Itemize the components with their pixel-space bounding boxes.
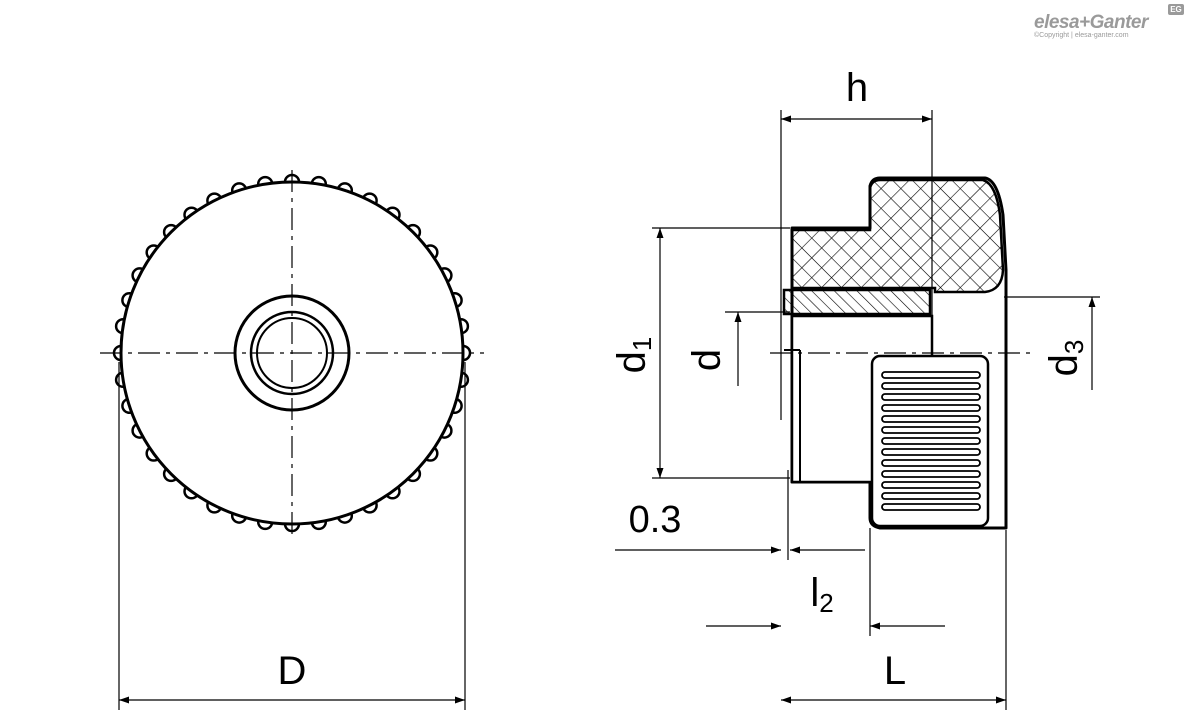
knurl-rib (881, 415, 981, 423)
brand-name: elesa+Ganter (1034, 12, 1148, 33)
knurl-rib (881, 393, 981, 401)
label-d1-sub: 1 (627, 337, 657, 351)
knurl-rib (881, 437, 981, 445)
knurl-rib (881, 470, 981, 478)
straight-knurl-ribs (881, 371, 981, 511)
label-d3-sub: 3 (1059, 340, 1089, 354)
label-d1: d1 (610, 337, 657, 374)
knurl-rib (881, 492, 981, 500)
label-d3-main: d (1042, 354, 1086, 376)
knurl-rib (881, 404, 981, 412)
knurl-rib (881, 371, 981, 379)
brand-copyright: ©Copyright | elesa-ganter.com (1034, 32, 1129, 39)
label-h: h (846, 66, 868, 110)
label-clearance: 0.3 (629, 499, 682, 541)
label-d1-main: d (610, 351, 654, 373)
insert-hatch (782, 288, 932, 316)
cross-knurl-region (790, 178, 1005, 294)
label-l2-main: l (810, 571, 819, 615)
svg-text:d: d (685, 349, 729, 371)
knurl-rib (881, 459, 981, 467)
knurl-rib (881, 448, 981, 456)
label-l2: l2 (810, 571, 833, 618)
svg-text:d3: d3 (1042, 340, 1089, 377)
knurl-rib (881, 426, 981, 434)
brand-logo: elesa+Ganter ©Copyright | elesa-ganter.c… (1034, 12, 1148, 39)
brand-badge: EG (1168, 4, 1184, 15)
knurl-rib (881, 382, 981, 390)
label-D: D (278, 649, 307, 693)
knurl-rib (881, 503, 981, 511)
label-l2-sub: 2 (819, 588, 833, 618)
svg-text:d1: d1 (610, 337, 657, 374)
knurl-rib (881, 481, 981, 489)
side-view (615, 110, 1100, 710)
label-L: L (884, 649, 906, 693)
front-view (100, 170, 484, 710)
label-d3: d3 (1042, 340, 1089, 377)
label-d: d (685, 349, 729, 371)
straight-knurl-region (870, 354, 990, 528)
